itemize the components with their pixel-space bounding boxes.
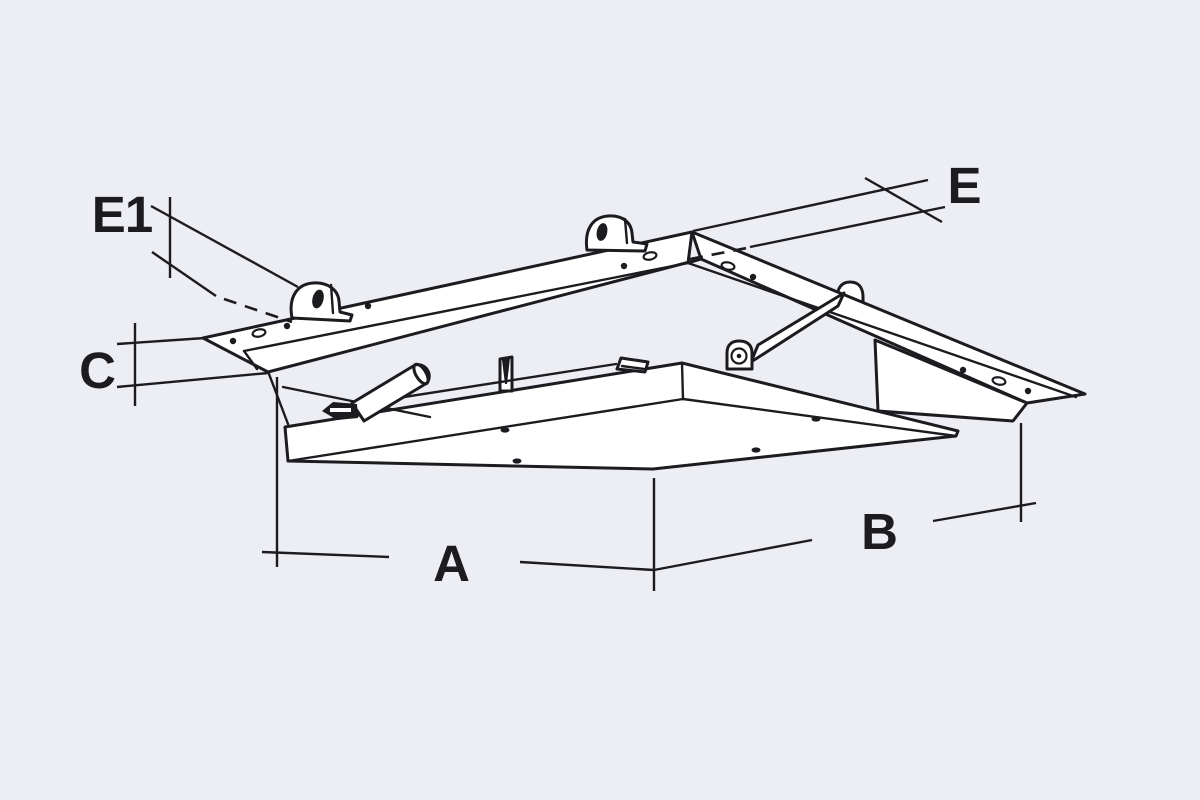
dimension-b: B: [653, 423, 1037, 572]
hanger-bracket-left-icon: [289, 281, 354, 323]
frame-right-rail-flange: [873, 338, 1029, 423]
frame-holes-right: [720, 261, 1032, 395]
frame-left-rail-end-edge: [242, 349, 259, 371]
lock-peg-icon: [498, 355, 514, 393]
panel-slab: [283, 361, 960, 471]
hinges: [267, 291, 846, 426]
panel-fold-left: [286, 397, 685, 463]
dimension-label-b: B: [861, 503, 897, 560]
cylinder-arm-icon: [350, 362, 431, 423]
hole-icon: [620, 262, 628, 270]
panel-dot-icon: [751, 447, 761, 453]
panel-dot-icon: [512, 458, 522, 464]
dimension-label-e1: E1: [92, 186, 152, 243]
dimension-a: A: [261, 377, 656, 592]
panel-dot-icon: [811, 416, 821, 422]
hole-icon: [364, 302, 372, 310]
hanger-bracket-corner-icon: [584, 214, 649, 253]
frame-left-rail-inner-edge: [242, 261, 690, 353]
dimension-label-e: E: [947, 157, 980, 214]
hole-icon: [283, 322, 291, 330]
panel-dot-icon: [500, 427, 510, 433]
panel-corner-edge: [680, 361, 685, 401]
slot-hole-icon: [251, 328, 267, 338]
hole-icon: [1024, 387, 1032, 395]
hole-icon: [749, 273, 757, 281]
frame: [201, 214, 1087, 423]
dimension-label-c: C: [79, 342, 115, 399]
cylinder-base-bracket-icon: [322, 402, 358, 420]
pivot-pin-icon: [736, 353, 742, 359]
hinge-arm-right: [725, 291, 846, 371]
hole-icon: [959, 366, 967, 374]
dimensions: E1 E C A: [79, 157, 1037, 592]
dimension-c: C: [79, 323, 269, 406]
panel: [283, 355, 960, 471]
latch-clip-icon: [615, 356, 650, 374]
frame-right-rail-inner-edge: [686, 261, 1078, 399]
slot-hole-icon: [720, 261, 736, 271]
frame-corner-edge: [686, 230, 694, 265]
slot-hole-icon: [991, 376, 1007, 386]
dimension-e: E: [689, 157, 982, 261]
frame-to-panel-edge: [267, 372, 290, 426]
frame-holes-left: [229, 251, 658, 345]
frame-left-rail: [201, 230, 703, 374]
slot-hole-icon: [642, 251, 658, 261]
hole-icon: [229, 337, 237, 345]
dimension-label-a: A: [433, 535, 469, 592]
dimension-e1: E1: [92, 186, 299, 324]
